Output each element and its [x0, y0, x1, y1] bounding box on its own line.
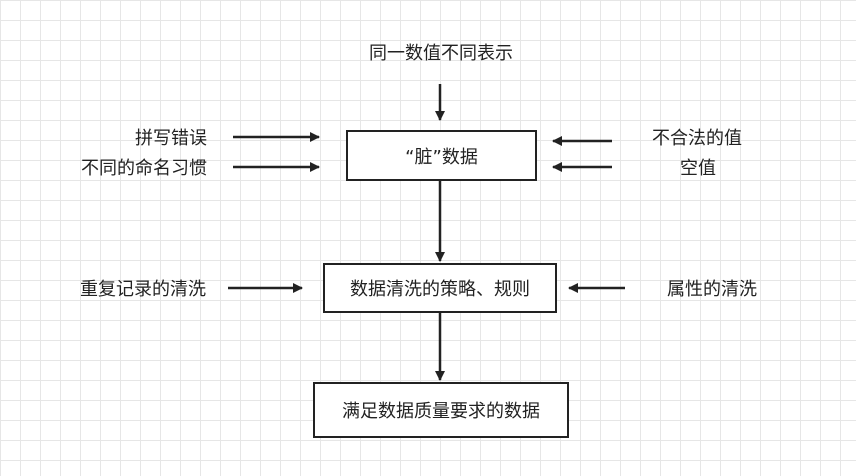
label-spelling-error: 拼写错误	[135, 128, 207, 149]
box-quality-data: 满足数据质量要求的数据	[313, 382, 569, 438]
label-same-value-different-representation: 同一数值不同表示	[369, 43, 513, 64]
box-dirty-data: “脏”数据	[346, 130, 537, 181]
label-different-naming-habits: 不同的命名习惯	[81, 158, 207, 179]
label-attribute-cleaning: 属性的清洗	[667, 279, 757, 300]
label-duplicate-record-cleaning: 重复记录的清洗	[80, 279, 206, 300]
box-cleaning-strategy-rules: 数据清洗的策略、规则	[323, 263, 557, 313]
label-null-value: 空值	[680, 158, 716, 179]
label-invalid-value: 不合法的值	[652, 128, 742, 149]
